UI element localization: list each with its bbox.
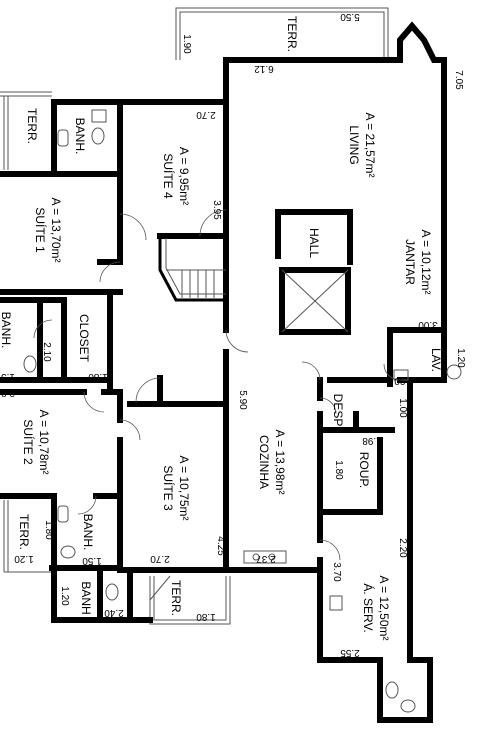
dim-15: 1.5 <box>1 371 15 382</box>
aserv-label: Á. SERV. <box>361 583 376 632</box>
room-labels: LIVING A = 21,57m² JANTAR A = 10,12m² HA… <box>0 16 443 641</box>
dim-270a: 2.70 <box>196 109 216 120</box>
dim-120b: 1.20 <box>14 553 34 564</box>
hall-label: HALL <box>307 228 321 258</box>
jantar-label: JANTAR <box>403 239 417 285</box>
dim-090: 0.90 <box>394 375 414 386</box>
terr-top-label: TERR. <box>285 16 299 52</box>
dim-210: 2.10 <box>41 342 52 362</box>
dim-180b: 1.80 <box>333 460 344 480</box>
dim-370: 3.70 <box>331 562 342 582</box>
banh-suite1-label: BANH. <box>73 118 87 155</box>
dim-300: 3.00 <box>418 319 438 330</box>
suite2-area: A = 10,78m² <box>37 409 51 474</box>
suite4-area: A = 9,95m² <box>177 147 191 205</box>
dim-120c: 1.20 <box>59 586 70 606</box>
dim-120a: 1.20 <box>455 348 466 368</box>
closet-label: CLOSET <box>77 314 91 363</box>
desp-label: DESP <box>331 394 345 427</box>
dim-100: 1.00 <box>397 398 408 418</box>
dim-190: 1.90 <box>181 34 192 54</box>
dim-255: 2.55 <box>340 647 360 658</box>
cozinha-label: COZINHA <box>257 435 271 489</box>
suite3-area: A = 10,75m² <box>177 455 191 520</box>
banh-suite2-label: BANH. <box>81 514 95 551</box>
fixtures <box>23 109 462 713</box>
dim-38: 3.8 <box>1 387 15 398</box>
lav-label: LAV. <box>429 348 443 372</box>
terr-suite1-label: TERR. <box>25 108 39 144</box>
stairs <box>158 236 226 302</box>
suite1-area: A = 13,70m² <box>49 197 63 262</box>
walls <box>0 21 447 723</box>
terrace-outlines <box>0 7 389 625</box>
dim-590: 5.90 <box>237 390 248 410</box>
living-label: LIVING <box>347 125 361 164</box>
dim-150: 1.50 <box>82 555 102 566</box>
dim-180c: 1.80 <box>43 520 54 540</box>
dim-240: 2.40 <box>104 607 124 618</box>
banh-suite3-label: BANH <box>79 581 93 614</box>
aserv-area: A = 12,50m² <box>377 575 391 640</box>
dim-220: 2.20 <box>397 538 408 558</box>
living-area: A = 21,57m² <box>363 112 377 177</box>
dim-198: 1.98 <box>362 435 382 446</box>
banh-left-label: BANH. <box>0 312 13 349</box>
door-swings <box>33 209 401 561</box>
suite4-label: SUÍTE 4 <box>161 153 176 199</box>
suite3-label: SUÍTE 3 <box>161 465 176 511</box>
roup-label: ROUP. <box>357 452 371 488</box>
suite2-label: SUÍTE 2 <box>21 419 36 465</box>
dim-180d: 1.80 <box>196 611 216 622</box>
jantar-area: A = 10,12m² <box>419 229 433 294</box>
dim-612: 6.12 <box>254 63 274 74</box>
dim-705: 7.05 <box>453 70 464 90</box>
terr-suite2-label: TERR. <box>17 514 31 550</box>
suite1-label: SUÍTE 1 <box>33 207 48 253</box>
dim-270b: 2.70 <box>150 553 170 564</box>
dim-237: 2.37 <box>256 553 276 564</box>
terr-suite3-label: TERR. <box>169 580 183 616</box>
dim-550: 5.50 <box>340 11 360 22</box>
dim-395: 3.95 <box>211 200 222 220</box>
cozinha-area: A = 13,98m² <box>273 429 287 494</box>
dim-425: 4.25 <box>215 536 226 556</box>
dim-180a: 1.80 <box>88 371 108 382</box>
dimension-labels: 5.50 1.90 6.12 7.05 2.70 3.95 3.00 1.20 … <box>1 11 466 658</box>
